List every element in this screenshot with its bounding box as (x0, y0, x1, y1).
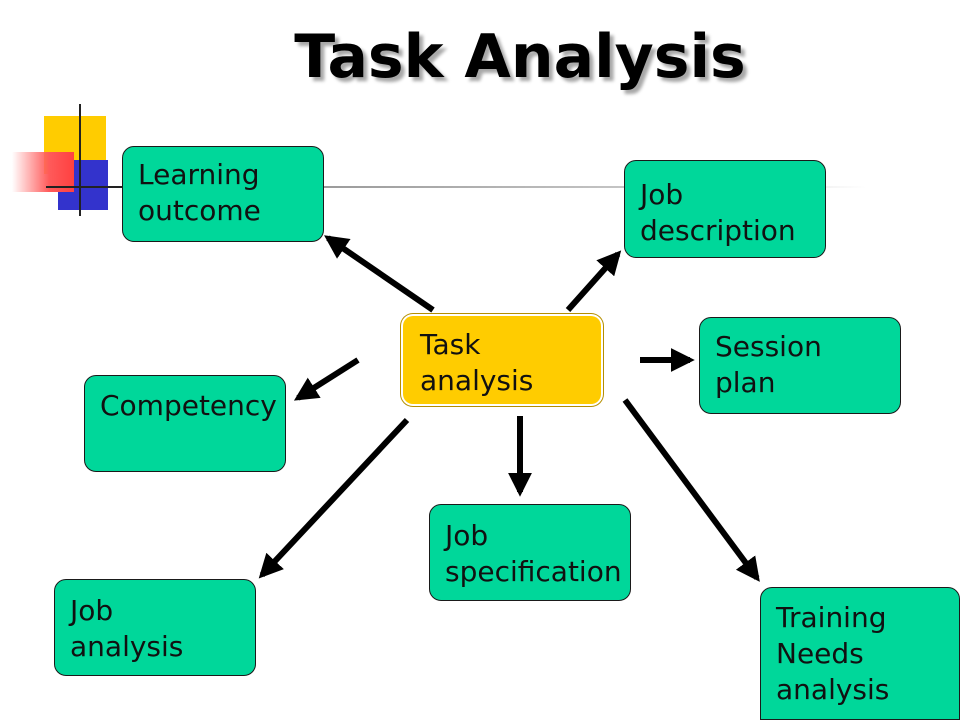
task-analysis-node: Task analysis (403, 316, 601, 404)
arrow-to-job-description (565, 250, 622, 312)
training-needs-analysis-node: Training Needs analysis (760, 587, 960, 720)
arrow-to-learning-outcome (324, 235, 435, 313)
arrow-to-training-needs (622, 398, 760, 582)
competency-node: Competency (84, 375, 286, 472)
job-analysis-node: Job analysis (54, 579, 256, 676)
arrow-to-job-analysis (258, 417, 410, 579)
job-specification-node: Job specification (429, 504, 631, 601)
decor-divider-line (318, 186, 866, 188)
session-plan-node: Session plan (699, 317, 901, 414)
page-title: Task Analysis (294, 22, 746, 92)
job-description-node: Job description (624, 160, 826, 258)
decor-vertical-line (79, 104, 81, 216)
decor-horizontal-line (46, 186, 130, 188)
arrow-to-competency (293, 357, 360, 401)
decor-red-square (12, 152, 74, 192)
learning-outcome-node: Learning outcome (122, 146, 324, 242)
